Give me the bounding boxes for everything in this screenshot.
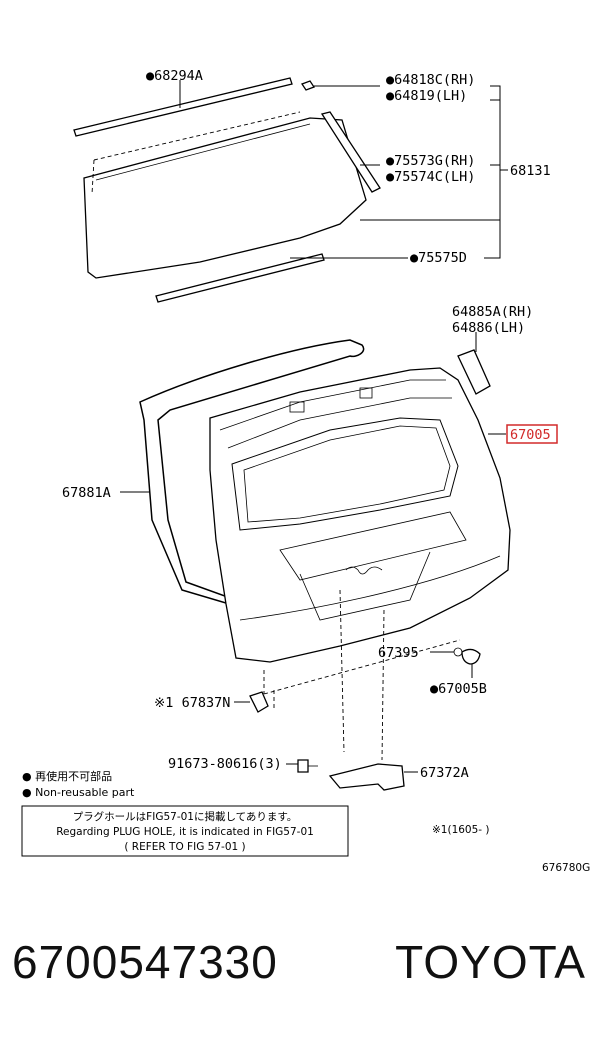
label-67005: 67005 [510,427,551,443]
label-67005b: ●67005B [430,681,487,697]
stopper-64885a [457,349,491,395]
legend-non-reusable-en: ● Non-reusable part [22,786,135,799]
label-64819: ●64819(LH) [386,88,467,104]
label-67395: 67395 [378,645,419,661]
side-molding-75573g [320,111,381,193]
label-67372a: 67372A [420,765,469,781]
label-68294a: ●68294A [146,68,203,84]
highlight-box-67005 [506,424,558,444]
label-64885a: 64885A(RH) [452,304,533,320]
label-75573g: ●75573G(RH) [386,153,475,169]
back-window-glass [83,117,367,279]
note-line-en: Regarding PLUG HOLE, it is indicated in … [56,826,314,838]
legend-non-reusable-jp: ● 再使用不可部品 [22,769,112,783]
label-67837n: ※1 67837N [154,695,230,711]
weatherstrip-67881a [139,339,365,608]
label-64886: 64886(LH) [452,320,525,336]
figure-code: 676780G [542,862,590,874]
part-number: 6700547330 [12,936,278,988]
label-75574c: ●75574C(LH) [386,169,475,185]
label-91673: 91673-80616(3) [168,756,282,772]
note-line-refer: ( REFER TO FIG 57-01 ) [124,841,245,853]
grommet-67395 [453,647,463,657]
footnote: ※1(1605- ) [432,824,490,836]
label-64818c: ●64818C(RH) [386,72,475,88]
clip-64818c [301,80,315,91]
parts-diagram: ●68294A ●64818C(RH) ●64819(LH) ●75573G(R… [21,68,590,874]
back-door-67005 [209,367,511,663]
cap-67005b [461,648,481,665]
bracket-67372a [328,763,405,791]
label-75575d: ●75575D [410,250,467,266]
molding-75575d [155,253,325,303]
brand-name: TOYOTA [395,936,586,988]
molding-68294a [73,77,293,137]
label-67881a: 67881A [62,485,111,501]
bolt-91673 [297,759,309,773]
part-info-bar: 6700547330 TOYOTA [0,935,600,1005]
note-line-jp: プラグホールはFIG57-01に掲載してあります。 [73,810,298,823]
plug-hole-note-box [21,805,349,857]
label-68131: 68131 [510,163,551,179]
clip-67837n [249,691,269,713]
